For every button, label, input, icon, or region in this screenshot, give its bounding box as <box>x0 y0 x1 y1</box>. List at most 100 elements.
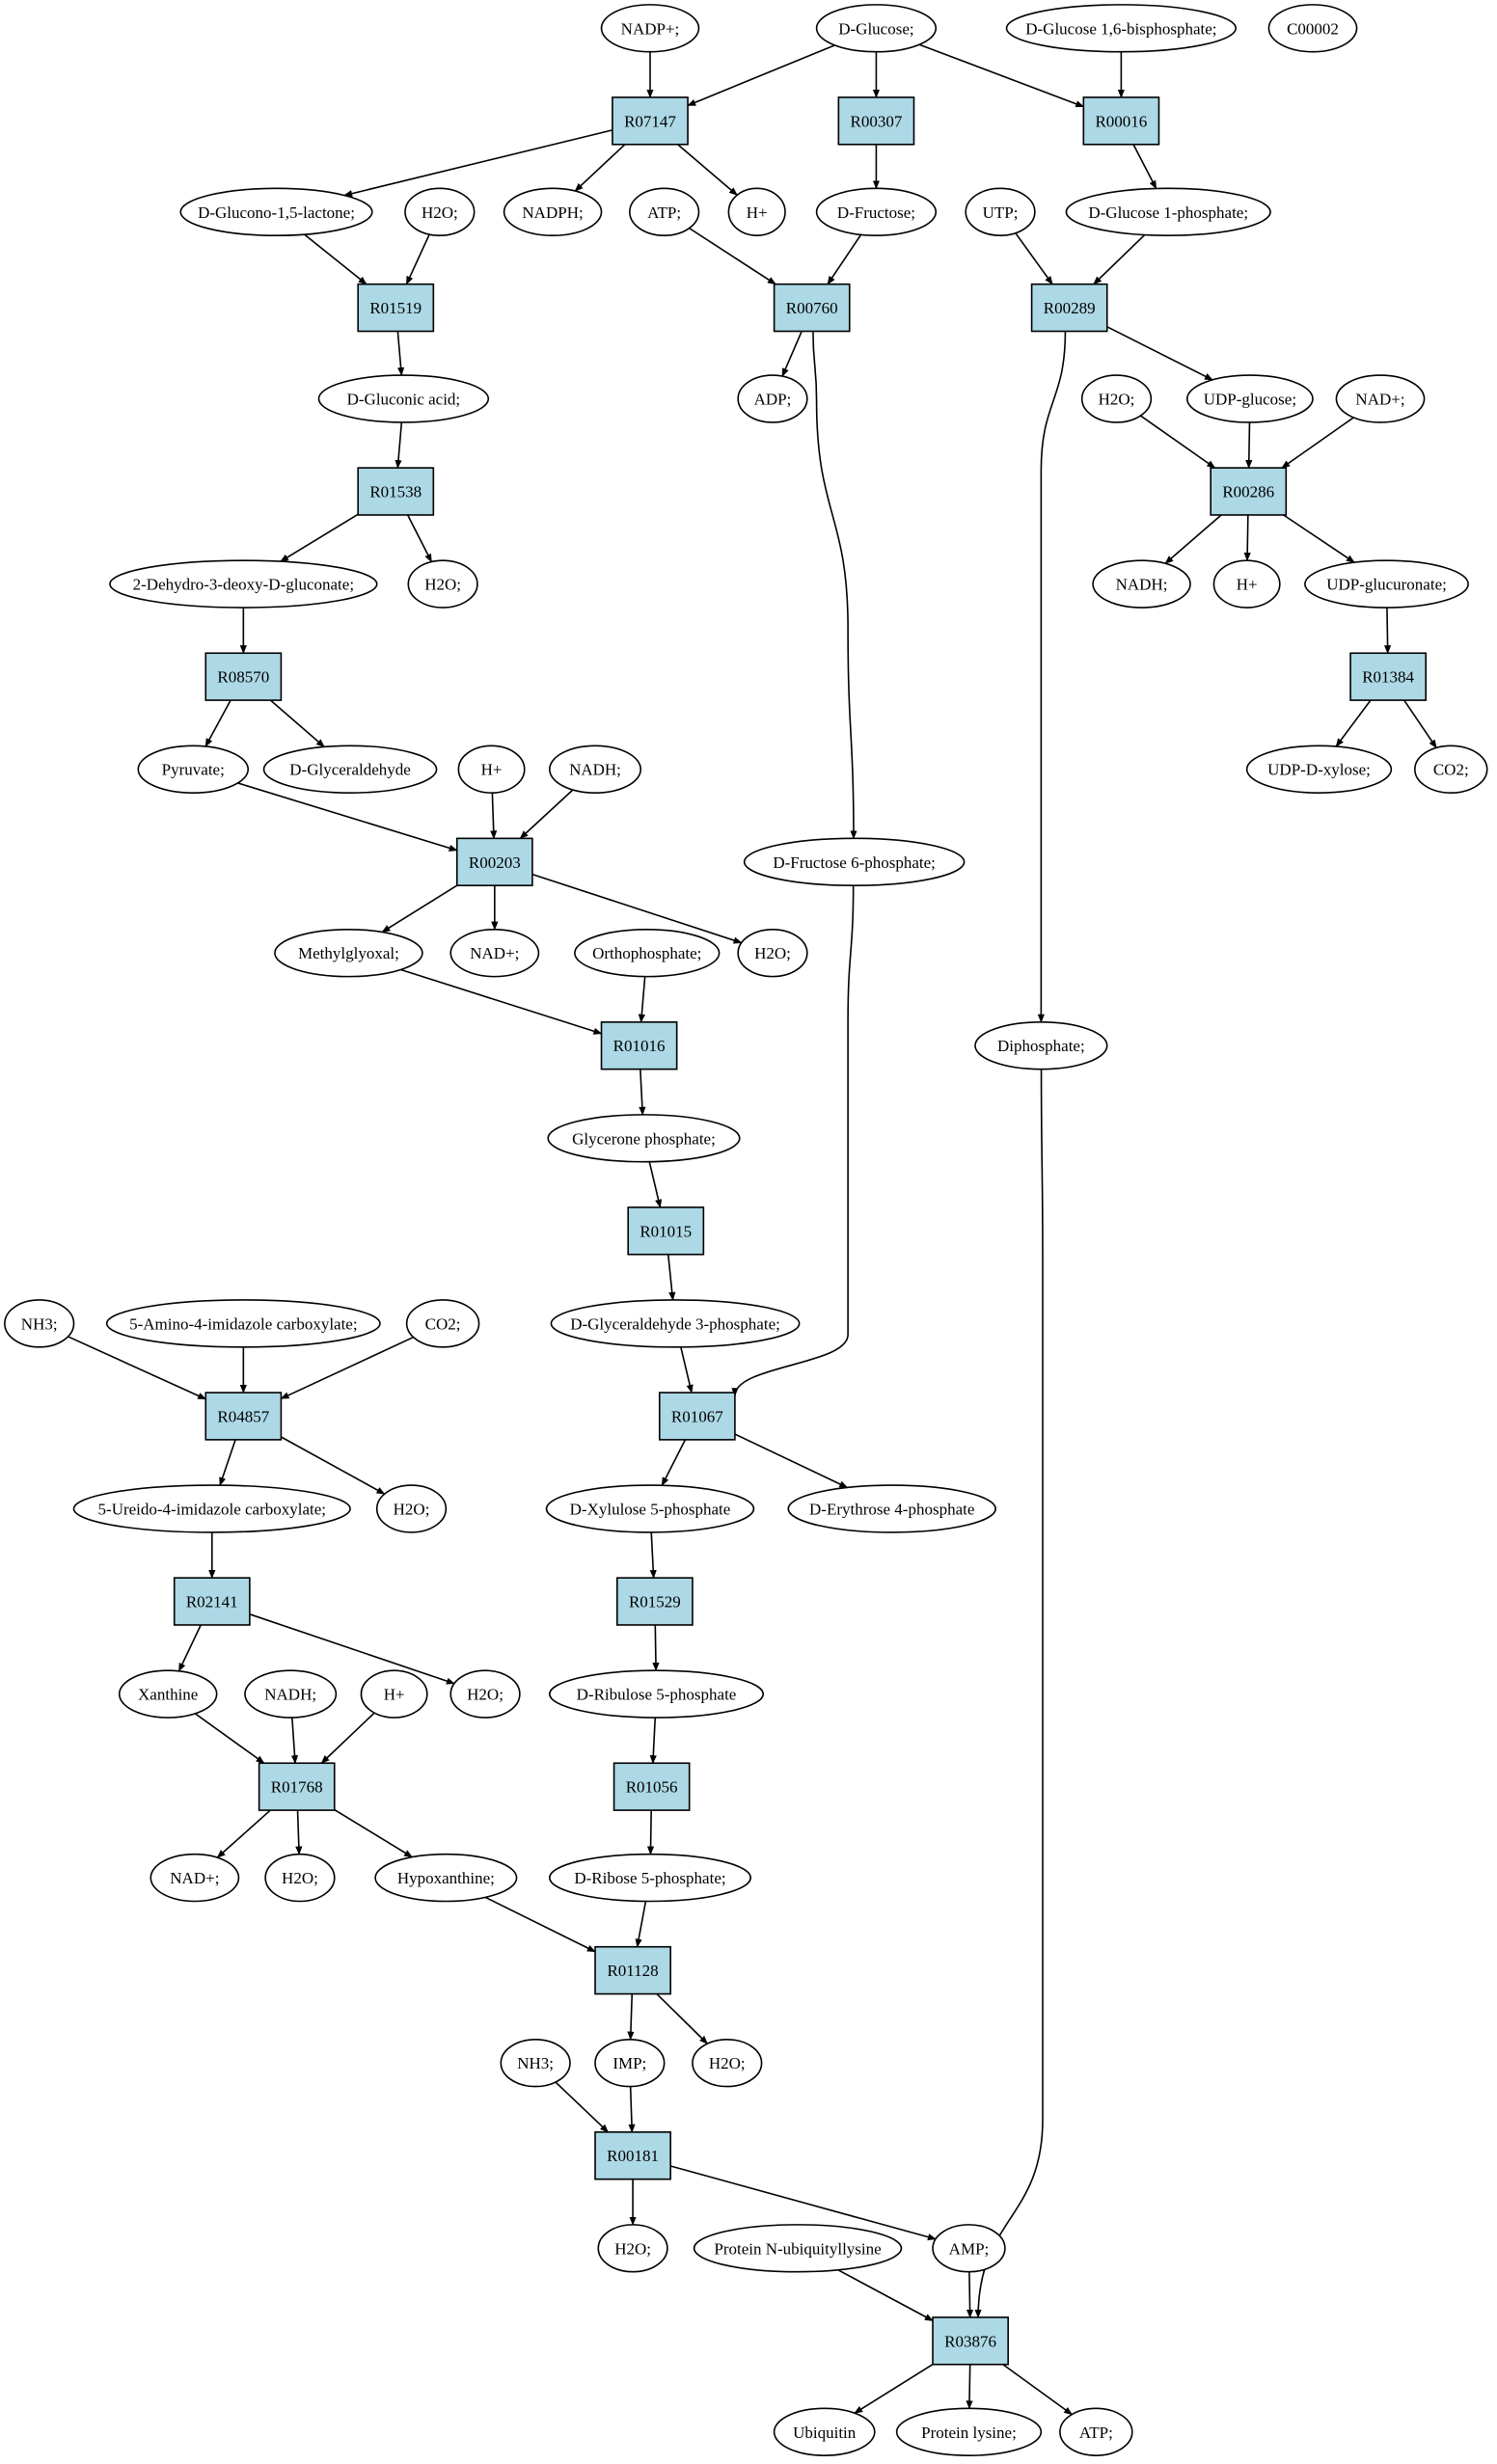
metabolite-node-h2o-f[interactable]: H2O; <box>449 1669 521 1719</box>
metabolite-node-hypoxanthine[interactable]: Hypoxanthine; <box>374 1853 518 1903</box>
metabolite-node-nadh-a[interactable]: NADH; <box>1092 559 1191 609</box>
reaction-node-r03876[interactable]: R03876 <box>932 2316 1009 2366</box>
metabolite-ellipse <box>137 745 250 794</box>
metabolite-node-nad-plus-b[interactable]: NAD+; <box>449 928 540 978</box>
metabolite-node-nadph[interactable]: NADPH; <box>503 187 603 237</box>
metabolite-node-h2o-a[interactable]: H2O; <box>404 187 476 237</box>
reaction-node-r08570[interactable]: R08570 <box>204 652 283 701</box>
metabolite-node-orthophosphate[interactable]: Orthophosphate; <box>574 928 721 978</box>
metabolite-node-co2-a[interactable]: CO2; <box>1414 745 1488 794</box>
metabolite-ellipse <box>404 187 476 237</box>
metabolite-node-udp-glucose[interactable]: UDP-glucose; <box>1185 374 1314 423</box>
reaction-node-r07147[interactable]: R07147 <box>612 96 689 146</box>
metabolite-node-udp-glucuronate[interactable]: UDP-glucuronate; <box>1304 559 1469 609</box>
metabolite-node-h-plus-a[interactable]: H+ <box>727 187 786 237</box>
reaction-node-r01529[interactable]: R01529 <box>616 1577 694 1626</box>
reaction-node-r02141[interactable]: R02141 <box>173 1577 251 1626</box>
metabolite-ellipse <box>549 1669 765 1719</box>
metabolite-node-nad-plus-c[interactable]: NAD+; <box>150 1853 240 1903</box>
metabolite-node-dehydro-deoxy-gluconate[interactable]: 2-Dehydro-3-deoxy-D-gluconate; <box>109 559 378 609</box>
reaction-box <box>357 467 435 516</box>
edge-r01128-to-h2o_h <box>656 1992 708 2044</box>
metabolite-node-d-glucose-16-bp[interactable]: D-Glucose 1,6-bisphosphate; <box>1005 4 1238 53</box>
edge-r07147-to-h_plus_a <box>677 144 738 196</box>
metabolite-node-d-glucose-1p[interactable]: D-Glucose 1-phosphate; <box>1065 187 1271 237</box>
metabolite-node-co2-b[interactable]: CO2; <box>405 1299 480 1348</box>
metabolite-node-glycerone-phosphate[interactable]: Glycerone phosphate; <box>547 1114 741 1163</box>
reaction-node-r00016[interactable]: R00016 <box>1082 96 1160 146</box>
edge-r01056-to-d_ribose_5p <box>646 1810 655 1855</box>
edge-udp_glucuronate-to-r01384 <box>1384 608 1392 655</box>
reaction-node-r00181[interactable]: R00181 <box>594 2131 671 2180</box>
reaction-node-r01067[interactable]: R01067 <box>658 1392 736 1441</box>
reaction-node-r01768[interactable]: R01768 <box>258 1762 336 1811</box>
metabolite-node-d-fructose-6p[interactable]: D-Fructose 6-phosphate; <box>743 837 966 886</box>
metabolite-node-h2o-i[interactable]: H2O; <box>597 2224 668 2273</box>
metabolite-node-nh3-b[interactable]: NH3; <box>500 2038 571 2088</box>
metabolite-node-d-ribose-5p[interactable]: D-Ribose 5-phosphate; <box>548 1853 751 1903</box>
metabolite-node-nad-plus-a[interactable]: NAD+; <box>1335 374 1426 423</box>
metabolite-node-protein-lysine[interactable]: Protein lysine; <box>895 2407 1043 2456</box>
metabolite-label: Glycerone phosphate; <box>572 1129 716 1148</box>
reaction-node-r01016[interactable]: R01016 <box>600 1021 678 1070</box>
reaction-node-r00203[interactable]: R00203 <box>455 837 533 886</box>
metabolite-node-h2o-c[interactable]: H2O; <box>407 559 478 609</box>
metabolite-label: NH3; <box>21 1314 58 1333</box>
metabolite-node-d-xylulose-5p[interactable]: D-Xylulose 5-phosphate <box>545 1484 755 1533</box>
metabolite-node-methylglyoxal[interactable]: Methylglyoxal; <box>274 928 423 978</box>
metabolite-node-pyruvate[interactable]: Pyruvate; <box>137 745 250 794</box>
metabolite-node-h2o-d[interactable]: H2O; <box>737 928 808 978</box>
metabolite-node-protein-n-ubiquityllysine[interactable]: Protein N-ubiquityllysine <box>693 2224 903 2273</box>
metabolite-node-amino-imidazole[interactable]: 5-Amino-4-imidazole carboxylate; <box>105 1299 381 1348</box>
metabolite-node-d-glyceraldehyde[interactable]: D-Glyceraldehyde <box>262 745 438 794</box>
metabolite-node-nadh-b[interactable]: NADH; <box>549 745 642 794</box>
metabolite-node-atp-a[interactable]: ATP; <box>629 187 700 237</box>
edge-glycerone_phosphate-to-r01015 <box>648 1161 663 1208</box>
metabolite-node-utp[interactable]: UTP; <box>965 187 1036 237</box>
edge-layer <box>68 43 1437 2416</box>
metabolite-node-d-glucono-lactone[interactable]: D-Glucono-1,5-lactone; <box>179 187 373 237</box>
reaction-label: R01768 <box>271 1778 323 1797</box>
reaction-node-r01015[interactable]: R01015 <box>627 1206 705 1256</box>
edge-d_gluconic_acid-to-r01538 <box>395 421 403 470</box>
reaction-node-r01384[interactable]: R01384 <box>1349 652 1428 701</box>
metabolite-node-adp[interactable]: ADP; <box>737 374 808 423</box>
reaction-node-r00307[interactable]: R00307 <box>837 96 915 146</box>
metabolite-node-h2o-h[interactable]: H2O; <box>692 2038 763 2088</box>
reaction-node-r04857[interactable]: R04857 <box>204 1392 283 1441</box>
metabolite-node-h2o-e[interactable]: H2O; <box>375 1484 448 1533</box>
metabolite-node-h2o-g[interactable]: H2O; <box>264 1853 336 1903</box>
metabolite-node-h-plus-c[interactable]: H+ <box>457 745 526 794</box>
metabolite-node-nadp-plus[interactable]: NADP+; <box>600 4 700 53</box>
metabolite-node-h2o-b[interactable]: H2O; <box>1080 374 1153 423</box>
metabolite-node-d-erythrose-4p[interactable]: D-Erythrose 4-phosphate <box>787 1484 996 1533</box>
reaction-node-r01538[interactable]: R01538 <box>357 467 435 516</box>
metabolite-node-udp-d-xylose[interactable]: UDP-D-xylose; <box>1245 745 1393 794</box>
metabolite-node-imp[interactable]: IMP; <box>594 2038 666 2088</box>
metabolite-node-d-glyceraldehyde-3p[interactable]: D-Glyceraldehyde 3-phosphate; <box>550 1299 801 1348</box>
metabolite-node-h-plus-d[interactable]: H+ <box>360 1669 428 1719</box>
metabolite-node-d-glucose[interactable]: D-Glucose; <box>815 4 938 53</box>
edge-r08570-to-pyruvate <box>204 699 231 747</box>
reaction-node-r01128[interactable]: R01128 <box>594 1945 671 1995</box>
metabolite-node-xanthine[interactable]: Xanthine <box>118 1669 218 1719</box>
metabolite-node-ubiquitin[interactable]: Ubiquitin <box>773 2407 876 2456</box>
metabolite-ellipse <box>787 1484 996 1533</box>
reaction-node-r00760[interactable]: R00760 <box>773 283 851 333</box>
metabolite-node-ureido-imidazole[interactable]: 5-Ureido-4-imidazole carboxylate; <box>72 1484 351 1533</box>
metabolite-ellipse <box>449 1669 521 1719</box>
metabolite-node-c00002[interactable]: C00002 <box>1267 4 1358 53</box>
metabolite-node-d-fructose[interactable]: D-Fructose; <box>815 187 938 237</box>
metabolite-node-nadh-c[interactable]: NADH; <box>244 1669 338 1719</box>
reaction-node-r01056[interactable]: R01056 <box>612 1762 691 1811</box>
reaction-node-r00289[interactable]: R00289 <box>1030 283 1108 333</box>
reaction-node-r01519[interactable]: R01519 <box>357 283 435 333</box>
metabolite-node-atp-b[interactable]: ATP; <box>1059 2407 1133 2456</box>
metabolite-node-amp[interactable]: AMP; <box>932 2224 1006 2273</box>
reaction-node-r00286[interactable]: R00286 <box>1210 467 1288 516</box>
metabolite-node-nh3-a[interactable]: NH3; <box>4 1299 75 1348</box>
metabolite-node-d-ribulose-5p[interactable]: D-Ribulose 5-phosphate <box>549 1669 765 1719</box>
metabolite-node-h-plus-b[interactable]: H+ <box>1212 559 1281 609</box>
metabolite-node-diphosphate[interactable]: Diphosphate; <box>974 1021 1108 1070</box>
metabolite-node-d-gluconic-acid[interactable]: D-Gluconic acid; <box>317 374 490 423</box>
